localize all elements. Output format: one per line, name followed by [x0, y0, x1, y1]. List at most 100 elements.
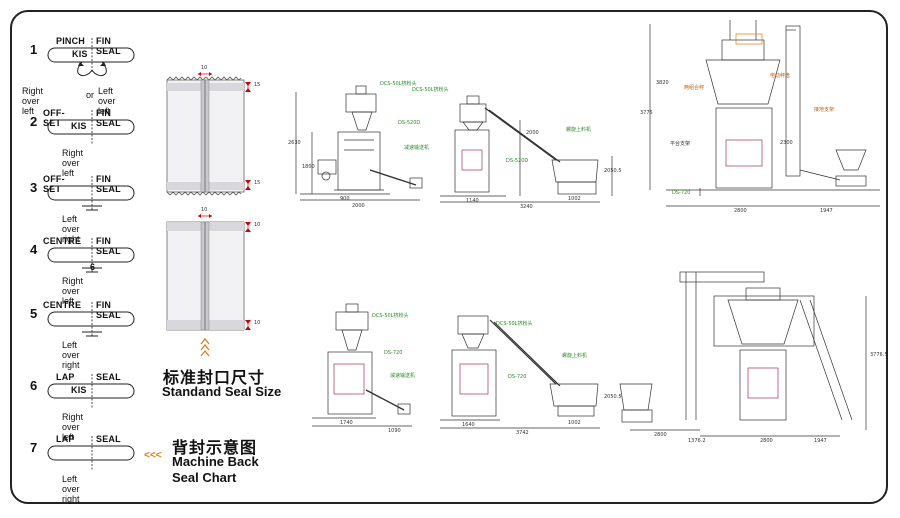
seal-number: 1	[30, 42, 38, 57]
tl-label-e: 螺旋上料机	[566, 127, 592, 133]
tl-label-d: 减速输送机	[404, 145, 430, 151]
chevron-up-icon	[200, 338, 210, 357]
bl-dim-4: 1002	[568, 420, 581, 426]
bl-dim-5: 2050.5	[604, 394, 622, 400]
seal-pill-shape	[47, 110, 135, 144]
dim-top-seal: 15	[254, 82, 261, 88]
tl-dim-0: 2630	[288, 140, 301, 146]
tl-dim-8: 2000	[526, 130, 539, 136]
tr-dim-3: 3820	[656, 80, 669, 86]
tl-dim-3: 2000	[352, 203, 365, 209]
seal-caption-or: or	[86, 90, 95, 100]
seal-right-label: FIN SEAL	[96, 36, 121, 56]
br-dim-3: 3776.5	[870, 352, 888, 358]
seal-code: KIS	[71, 385, 87, 395]
seal-right-label: SEAL	[96, 434, 121, 444]
seal-number: 5	[30, 306, 38, 321]
seal-left-label: CENTRE	[43, 300, 82, 310]
seal-bag-lower	[166, 214, 251, 331]
br-dim-2: 1947	[814, 438, 827, 444]
seal-left-label: PINCH	[56, 36, 86, 46]
seal-left-label: LAP	[56, 434, 75, 444]
drawing-top-left-machine-2	[440, 95, 613, 203]
seal-bag-upper	[166, 72, 251, 196]
seal-left-label: OFF-SET	[43, 108, 65, 128]
tl-label-a: DCS-50L挤粉头	[380, 81, 417, 87]
bl-label-a: DCS-50L挤粉头	[372, 313, 409, 319]
seal-right-label: FIN SEAL	[96, 108, 121, 128]
tl-dim-6: 1002	[568, 196, 581, 202]
tl-label-b: DCS-50L挤粉头	[412, 87, 449, 93]
tr-dim-4: 2300	[780, 140, 793, 146]
seal-pill-shape	[47, 374, 135, 408]
bl-label-f: DS-720	[508, 374, 527, 380]
drawing-top-left-machine-1	[295, 85, 423, 201]
seal-right-label: FIN SEAL	[96, 174, 121, 194]
br-dim-1: 2800	[760, 438, 773, 444]
seal-right-label: SEAL	[96, 372, 121, 382]
bl-label-c: DS-720	[384, 350, 403, 356]
drawing-bottom-left-machine-1	[312, 303, 412, 427]
bl-dim-1: 1090	[388, 428, 401, 434]
seal-left-label: CENTRE	[43, 236, 82, 246]
seal-caption-right: Left over left	[98, 86, 116, 116]
seal-caption: Left over right	[62, 214, 80, 244]
seal-number: 6	[30, 378, 38, 393]
dim-bottom-seal: 15	[254, 180, 261, 186]
seal-caption: Right over left	[62, 412, 84, 442]
tl-dim-4: 1140	[466, 198, 479, 204]
back-seal-title-cn: 背封示意图	[172, 438, 258, 457]
drawing-top-right-machine	[649, 20, 880, 207]
bl-label-d: 减速输送机	[390, 373, 416, 379]
seal-number: 2	[30, 114, 38, 129]
dim-bottom-seal-2: 10	[254, 320, 261, 326]
seal-code: KIS	[72, 49, 88, 59]
tr-label-e: DS-720	[672, 190, 691, 196]
bl-dim-3: 3742	[516, 430, 529, 436]
tl-label-f: DS-520D	[506, 158, 529, 164]
tl-label-c: DS-520D	[398, 120, 421, 126]
seal-number: 7	[30, 440, 38, 455]
drawing-bottom-right-machine	[619, 271, 867, 437]
tr-label-a: 两组合秤	[684, 85, 705, 91]
dim-top-width: 10	[201, 65, 208, 71]
seal-right-label: FIN SEAL	[96, 236, 121, 256]
back-seal-title-en-1: Machine Back	[172, 454, 259, 469]
tr-label-d: 平台支架	[670, 141, 691, 147]
bl-label-e: 螺旋上料机	[562, 353, 588, 359]
bl-dim-2: 1640	[462, 422, 475, 428]
seal-caption: Left over right	[62, 340, 80, 370]
bl-label-b: DCS-50L挤粉头	[496, 321, 533, 327]
dim-top-seal-2: 10	[254, 222, 261, 228]
tl-dim-5: 3240	[520, 204, 533, 210]
seal-right-label: FIN SEAL	[96, 300, 121, 320]
seal-caption: Left over right	[62, 474, 80, 504]
tr-dim-2: 1947	[820, 208, 833, 214]
tl-dim-2: 900	[340, 196, 350, 202]
seal-pill-shape	[47, 436, 135, 470]
seal-pill-shape	[47, 302, 135, 337]
seal-number: 3	[30, 180, 38, 195]
back-seal-title-en-2: Seal Chart	[172, 470, 237, 485]
br-dim-0: 2800	[654, 432, 667, 438]
tr-label-b: 电动秤盘	[770, 73, 791, 79]
outer-frame	[10, 10, 888, 504]
seal-pill-shape	[47, 176, 135, 211]
dim-top-width-2: 10	[201, 207, 208, 213]
seal-pill-shape	[47, 38, 135, 77]
tr-dim-1: 2800	[734, 208, 747, 214]
standard-seal-title-cn: 标准封口尺寸	[163, 368, 266, 387]
drawing-bottom-left-machine-2	[440, 315, 600, 429]
seal-number: 4	[30, 242, 38, 257]
br-dim-4: 1376.2	[688, 438, 706, 444]
tl-dim-7: 2050.5	[604, 168, 622, 174]
seal-mark: 6	[90, 262, 96, 272]
bl-dim-0: 1740	[340, 420, 353, 426]
seal-code: KIS	[71, 121, 87, 131]
back-seal-arrows: <<<	[144, 450, 162, 461]
seal-left-label: LAP	[56, 372, 75, 382]
seal-left-label: OFF-SET	[43, 174, 65, 194]
seal-caption-left: Right over left	[22, 86, 44, 116]
